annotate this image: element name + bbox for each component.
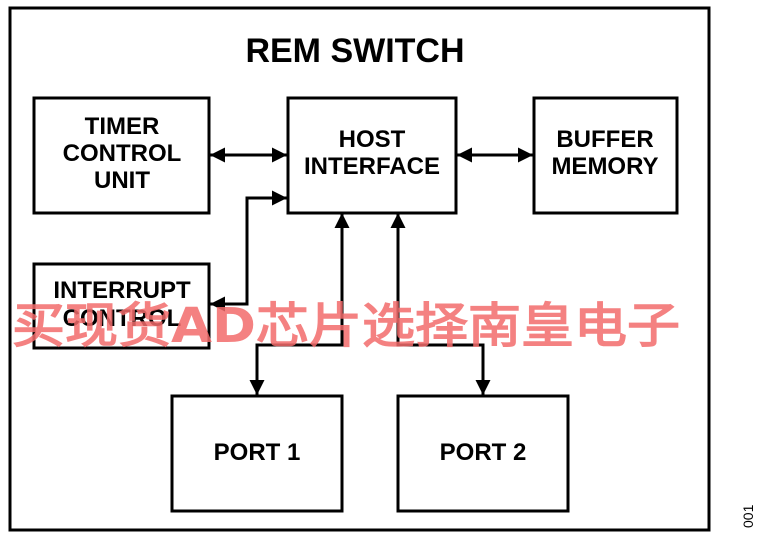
- diagram-title: REM SWITCH: [245, 32, 464, 70]
- timer-label-line1: TIMER: [85, 113, 160, 140]
- host-label-line1: HOST: [339, 126, 406, 153]
- interrupt-host-link: [210, 190, 287, 312]
- host-port1-link: [249, 213, 350, 395]
- buffer-label-line1: BUFFER: [556, 126, 653, 153]
- port-2-block: PORT 2: [396, 394, 570, 513]
- port-2-label: PORT 2: [440, 439, 527, 466]
- host-label-line2: INTERFACE: [304, 153, 440, 180]
- figure-number: 001: [740, 504, 756, 528]
- outer-frame: [8, 6, 711, 532]
- timer-control-unit-block: TIMER CONTROL UNIT: [32, 96, 211, 215]
- buffer-memory-block: BUFFER MEMORY: [532, 96, 679, 215]
- timer-label-line2: CONTROL: [63, 140, 182, 167]
- watermark-text: 买现货AD芯片选择南皇电子: [12, 298, 680, 354]
- interrupt-label-line2: CONTROL: [63, 305, 182, 332]
- port-1-block: PORT 1: [170, 394, 344, 513]
- host-port2-link: [390, 213, 491, 395]
- buffer-label-line2: MEMORY: [551, 153, 658, 180]
- interrupt-label-line1: INTERRUPT: [53, 277, 191, 304]
- timer-label-line3: UNIT: [94, 167, 150, 194]
- port-1-label: PORT 1: [214, 439, 301, 466]
- interrupt-control-block: INTERRUPT CONTROL: [32, 262, 211, 350]
- host-interface-block: HOST INTERFACE: [286, 96, 458, 215]
